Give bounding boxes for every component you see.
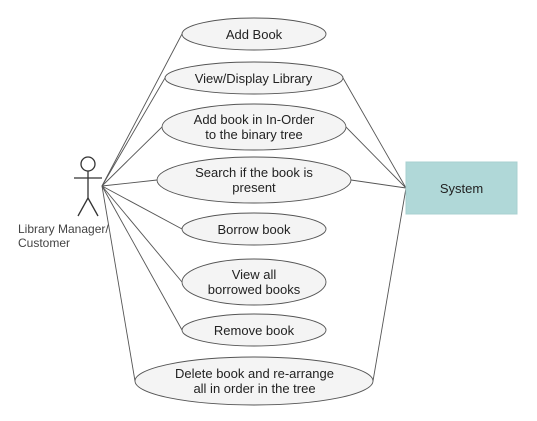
use-case-ellipse (181, 313, 327, 347)
actor-association-line (101, 33, 183, 187)
actor-left-leg (77, 197, 89, 217)
use-case-ellipse (181, 212, 327, 246)
actor-association-line (101, 77, 166, 187)
system-association-line (350, 179, 407, 189)
actor-association-line (101, 126, 163, 187)
use-case-ellipse (181, 17, 327, 51)
actor-association-line (101, 185, 183, 283)
actor-association-line (101, 185, 183, 230)
actor-stick-figure (74, 156, 102, 217)
actor-association-line (101, 185, 183, 331)
use-case-ellipses (134, 17, 374, 406)
actor-association-line (101, 185, 136, 382)
system-association-line (342, 77, 407, 189)
use-case-ellipse (181, 258, 327, 306)
system-association-line (372, 187, 407, 382)
use-case-ellipse (164, 61, 344, 95)
actor-association-line (101, 179, 158, 187)
use-case-ellipse (156, 156, 352, 204)
actor-right-leg (87, 197, 99, 217)
association-lines (101, 33, 407, 382)
actor-head (80, 156, 96, 172)
use-case-ellipse (161, 103, 347, 151)
use-case-ellipse (134, 356, 374, 406)
actor-label: Library Manager/ Customer (18, 222, 109, 250)
system-label: System (439, 180, 484, 196)
system-association-line (345, 126, 407, 189)
system-box (405, 161, 518, 215)
